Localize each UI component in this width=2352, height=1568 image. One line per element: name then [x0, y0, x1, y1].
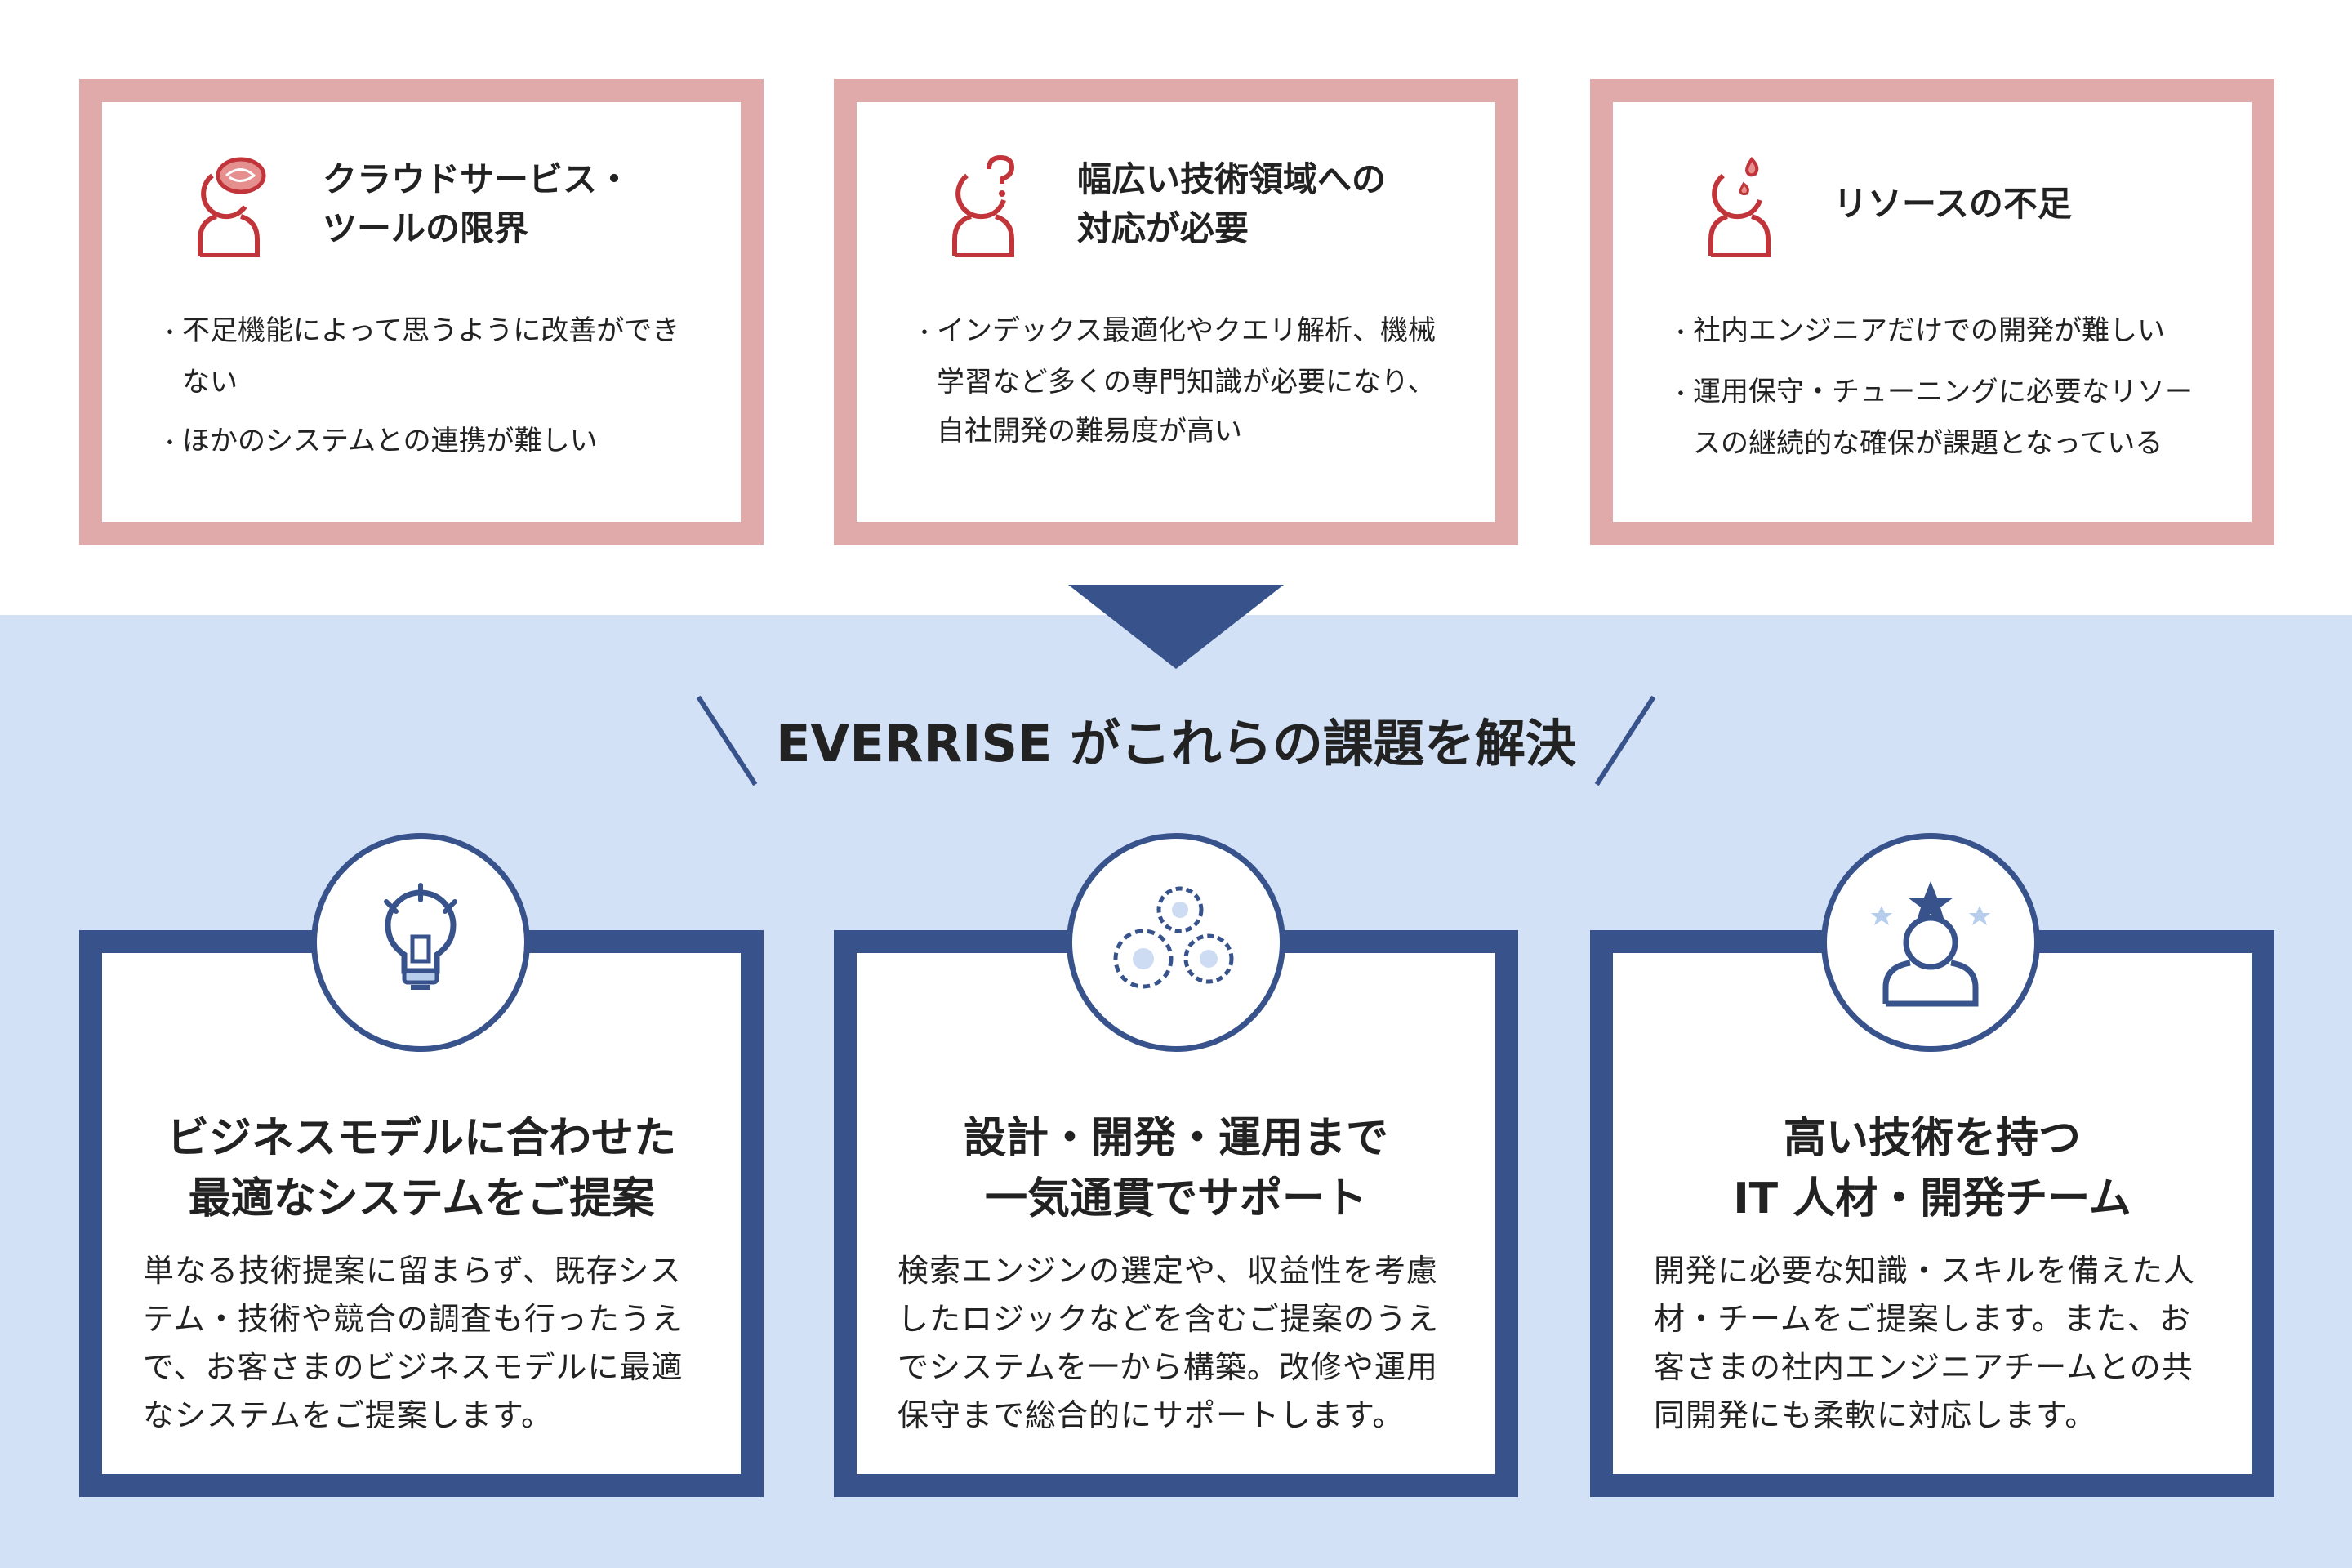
problem-bullet: 運用保守・チューニングに必要なリソースの継続的な確保が課題となっている	[1670, 368, 2211, 468]
problem-title: クラウドサービス・ ツールの限界	[323, 159, 632, 248]
lightbulb-icon	[384, 883, 457, 990]
problem-bullet: 社内エンジニアだけでの開発が難しい	[1670, 306, 2211, 358]
solution-body: 検索エンジンの選定や、収益性を考慮したロジックなどを含むご提案のうえでシステムを…	[898, 1253, 1440, 1433]
lightbulb-badge	[311, 833, 530, 1052]
star-person-icon	[1871, 881, 1990, 1007]
solution-body: 開発に必要な知識・スキルを備えた人材・チームをご提案します。また、お客さまの社内…	[1654, 1253, 2196, 1433]
section-heading: EVERRISE がこれらの課題を解決	[776, 714, 1576, 773]
gears-icon	[1113, 886, 1234, 989]
confused-person-icon	[198, 157, 266, 257]
gears-badge	[1067, 833, 1285, 1052]
problem-bullet: 不足機能によって思うように改善ができない	[159, 306, 700, 407]
problem-card-cloud-limits: クラウドサービス・ ツールの限界 不足機能によって思うように改善ができないほかの…	[79, 79, 764, 545]
solution-title: ビジネスモデルに合わせた 最適なシステムをご提案	[166, 1114, 676, 1223]
solution-body: 単なる技術提案に留まらず、既存システム・技術や競合の調査も行ったうえで、お客さま…	[143, 1253, 684, 1433]
problem-card-resource-shortage: リソースの不足 社内エンジニアだけでの開発が難しい運用保守・チューニングに必要な…	[1590, 79, 2274, 545]
sweat-person-icon	[1708, 156, 1771, 257]
down-arrow-icon	[1068, 585, 1284, 669]
solution-title: 設計・開発・運用まで 一気通貫でサポート	[963, 1114, 1388, 1223]
problem-title: 幅広い技術領域への 対応が必要	[1077, 159, 1387, 248]
problem-bullet: ほかのシステムとの連携が難しい	[159, 416, 700, 468]
star-person-badge	[1821, 833, 2040, 1052]
problem-title: リソースの不足	[1833, 184, 2072, 224]
question-person-icon	[952, 154, 1015, 257]
solution-title: 高い技術を持つ IT 人材・開発チーム	[1733, 1114, 2132, 1223]
problem-bullet: インデックス最適化やクエリ解析、機械学習など多くの専門知識が必要になり、自社開発…	[914, 306, 1454, 456]
problem-card-technical-scope: 幅広い技術領域への 対応が必要 インデックス最適化やクエリ解析、機械学習など多く…	[834, 79, 1518, 545]
